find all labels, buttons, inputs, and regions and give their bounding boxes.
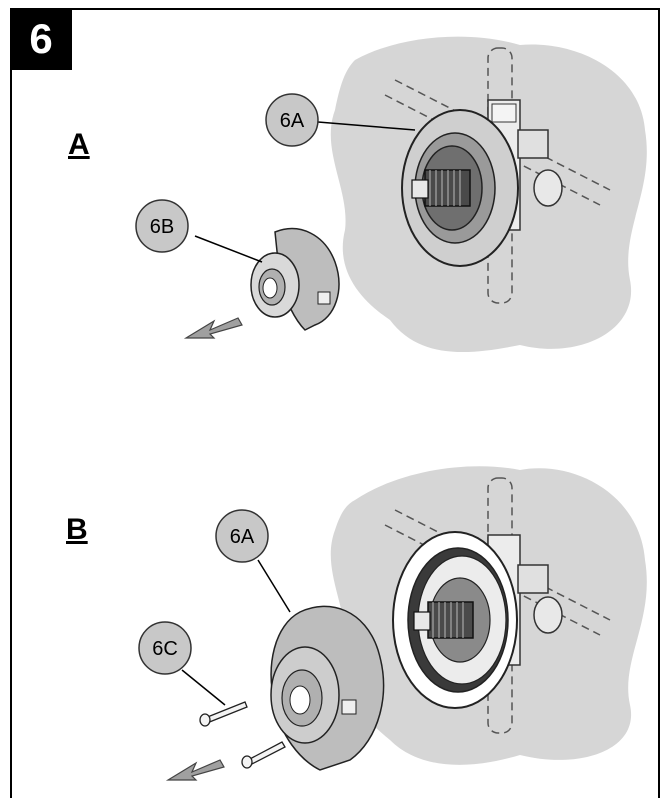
callout-6a-a xyxy=(265,93,319,147)
cartridge-b xyxy=(413,601,474,639)
part-6b-cover xyxy=(250,227,340,331)
removal-arrow-b xyxy=(165,759,225,781)
cartridge-a xyxy=(411,169,471,207)
removal-arrow-a xyxy=(183,317,243,339)
callout-6c-b-text: 6C xyxy=(152,638,178,660)
section-label-b: B xyxy=(66,513,88,546)
callout-6c-b xyxy=(138,621,192,675)
step-number-badge: 6 xyxy=(10,8,72,70)
callout-6a-b xyxy=(215,509,269,563)
callout-6b-a-text: 6B xyxy=(150,216,174,238)
callout-6b-a xyxy=(135,199,189,253)
section-a-illustration: 6A 6B xyxy=(135,36,647,353)
plaster-guard-6a-b xyxy=(270,605,385,771)
section-label-a: A xyxy=(68,128,90,161)
callout-6a-a-text: 6A xyxy=(280,110,305,132)
callout-6a-b-text: 6A xyxy=(230,526,255,548)
step-frame xyxy=(10,8,660,798)
screws-6c xyxy=(199,701,286,769)
section-b-illustration: 6A 6C xyxy=(138,466,647,781)
